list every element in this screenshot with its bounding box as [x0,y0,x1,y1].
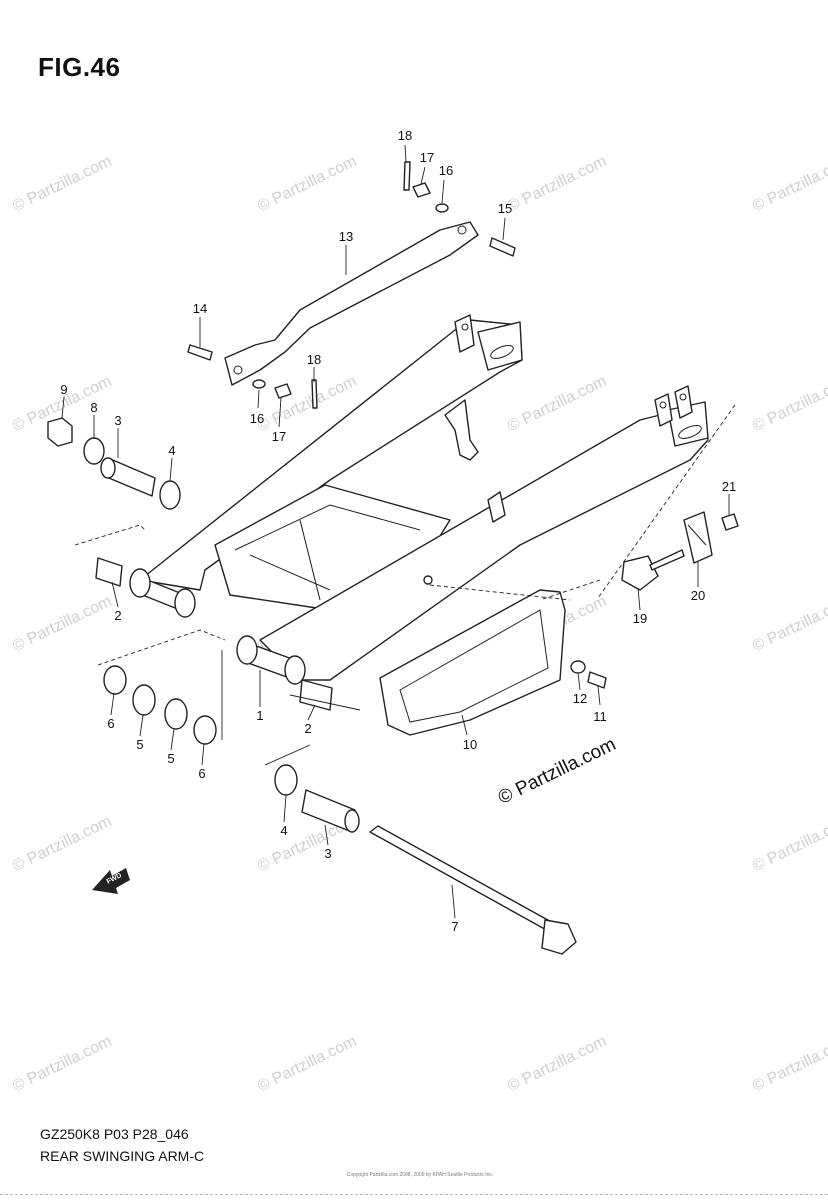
hardware[interactable] [47,161,739,833]
figure-title: FIG.46 [38,52,121,82]
forward-arrow-icon: FWD [92,868,130,894]
callout-9: 9 [60,382,67,397]
callout-11: 11 [593,709,607,724]
callout-2: 2 [114,608,121,623]
callout-16: 16 [250,411,264,426]
callout-15: 15 [498,201,512,216]
callout-14: 14 [193,301,207,316]
callout-6: 6 [198,766,205,781]
torque-rod[interactable] [224,221,479,386]
callout-12: 12 [573,691,587,706]
callout-4: 4 [168,443,175,458]
callout-20: 20 [691,588,705,603]
callout-4: 4 [280,823,287,838]
callout-18: 18 [398,128,412,143]
construction-lines [74,404,736,766]
callout-5: 5 [167,751,174,766]
copyright-text: Copyright Partzilla.com 2008, 2009 by KP… [346,1172,494,1178]
callout-13: 13 [339,229,353,244]
callout-17: 17 [272,429,286,444]
callout-3: 3 [114,413,121,428]
pivot-shaft[interactable] [369,825,556,933]
chain-case[interactable] [379,589,566,736]
callout-8: 8 [90,400,97,415]
swing-arm[interactable] [129,314,709,685]
callout-17: 17 [420,150,434,165]
callout-2: 2 [304,721,311,736]
callout-7: 7 [451,919,458,934]
callout-labels: 18 17 16 15 13 14 18 16 17 9 8 3 4 2 1 2… [60,128,736,934]
diagram-name: REAR SWINGING ARM-C [40,1148,205,1164]
callout-18: 18 [307,352,321,367]
callout-10: 10 [463,737,477,752]
callout-1: 1 [256,708,263,723]
callout-5: 5 [136,737,143,752]
callout-21: 21 [722,479,736,494]
adjuster-cover[interactable] [683,511,713,564]
callout-19: 19 [633,611,647,626]
bottom-divider [0,1194,828,1195]
callout-6: 6 [107,716,114,731]
model-code: GZ250K8 P03 P28_046 [40,1126,189,1142]
callout-leaders [61,144,730,919]
callout-3: 3 [324,846,331,861]
callout-16: 16 [439,163,453,178]
